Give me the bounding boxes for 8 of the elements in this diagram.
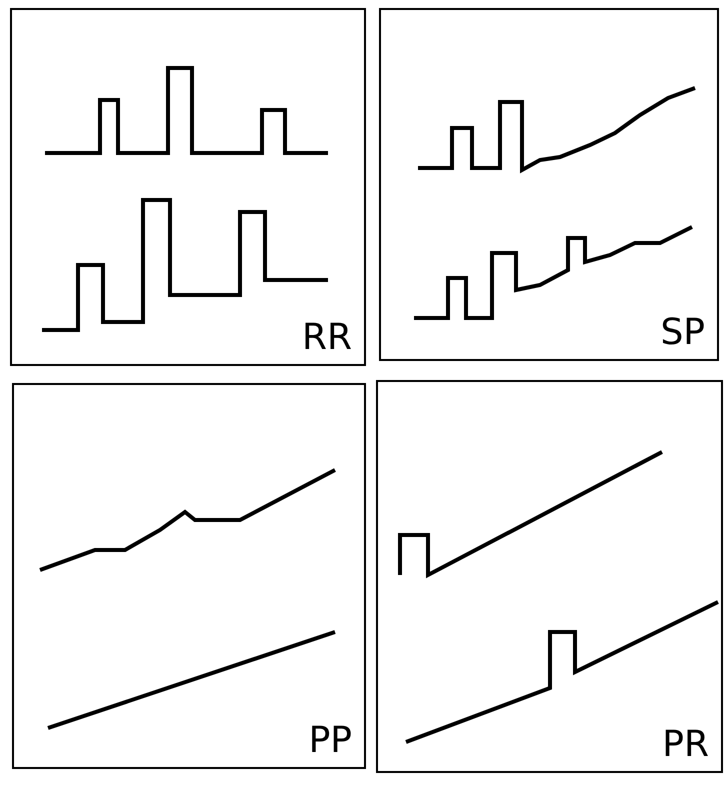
panel-label: RR [302,318,352,358]
panel [379,8,719,361]
panel-label: PR [662,725,709,765]
panel [10,8,366,366]
panel [12,383,366,769]
panel-label: PP [308,721,352,761]
panel-label: SP [660,313,705,353]
panel [376,380,723,773]
